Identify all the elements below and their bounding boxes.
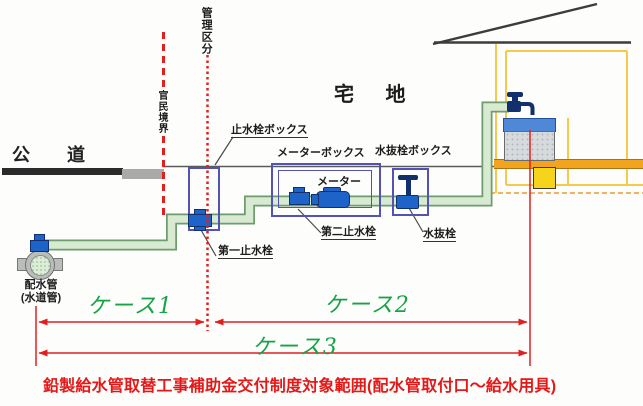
meter-box-outer xyxy=(271,163,381,217)
water-meter-coupling xyxy=(311,194,319,205)
second-stop-valve-label: 第二止水栓 xyxy=(321,226,376,241)
residential-land-label: 宅 地 xyxy=(334,84,419,106)
leader-drain-valve xyxy=(408,207,424,233)
drain-valve-handle xyxy=(398,175,418,180)
distribution-pipe-label-line1: 配水管 xyxy=(24,279,58,291)
case1-label: ケース1 xyxy=(87,294,174,319)
leader-stop-valve-box xyxy=(214,136,234,166)
second-stop-valve-body xyxy=(289,192,310,205)
counter-pedestal xyxy=(533,167,556,189)
faucet-handle xyxy=(507,92,523,97)
distribution-pipe-label: 配水管 (水道管) xyxy=(12,279,70,305)
drain-valve-box-label: 水抜栓ボックス xyxy=(375,145,452,157)
public-private-boundary-label: 官民境界 xyxy=(156,90,167,134)
stop-valve-box-label: 止水栓ボックス xyxy=(231,124,308,139)
meter-label: メーター xyxy=(317,176,361,188)
meter-box-label: メーターボックス xyxy=(277,147,365,159)
first-stop-valve-body xyxy=(188,214,212,227)
water-main-bore xyxy=(29,254,51,276)
management-division-label: 管理区分 xyxy=(200,7,213,55)
drain-valve-stem xyxy=(406,179,411,197)
public-road-label: 公 道 xyxy=(12,145,102,165)
case2-label: ケース2 xyxy=(324,293,411,318)
drain-valve-box xyxy=(392,168,429,216)
case3-label: ケース3 xyxy=(252,335,339,360)
road-pavement-bar xyxy=(2,168,123,175)
faucet-spout xyxy=(519,102,535,115)
first-stop-valve-label: 第一止水栓 xyxy=(218,245,273,260)
service-pipe-fill xyxy=(44,103,509,249)
faucet-body xyxy=(507,101,521,112)
faucet-stem xyxy=(512,96,518,103)
distribution-pipe-label-line2: (水道管) xyxy=(20,292,62,305)
corporation-stop-body xyxy=(30,240,49,252)
diagram-title: 鉛製給水管取替工事補助金交付制度対象範囲(配水管取付口～給水用具) xyxy=(43,378,557,395)
kitchen-counter xyxy=(494,159,643,169)
drain-valve-body xyxy=(396,195,419,209)
roof-slope-line xyxy=(432,2,598,46)
road-shoulder-bar xyxy=(122,169,164,179)
drain-valve-label: 水抜栓 xyxy=(423,228,456,243)
leader-second-stop-valve xyxy=(297,208,322,234)
